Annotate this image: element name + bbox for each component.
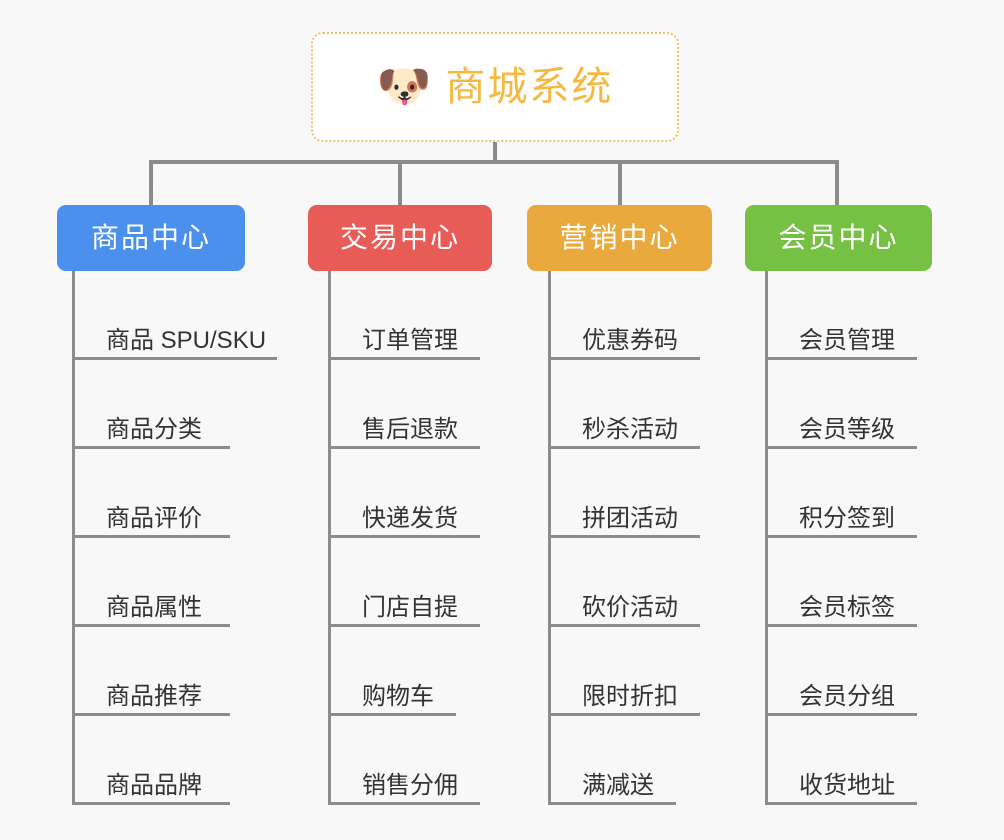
category-box-member-center[interactable]: 会员中心	[745, 205, 932, 271]
branch-item[interactable]: 积分签到	[765, 449, 917, 538]
branch-item[interactable]: 会员管理	[765, 271, 917, 360]
branch-item-label: 砍价活动	[582, 594, 678, 622]
branch-item-label: 商品品牌	[106, 772, 202, 800]
branch-item-label: 门店自提	[362, 594, 458, 622]
branch-column-trade-center: 订单管理售后退款快递发货门店自提购物车销售分佣	[328, 271, 480, 805]
branch-item-label: 商品评价	[106, 505, 202, 533]
branch-item-label: 拼团活动	[582, 505, 678, 533]
branch-column-marketing-center: 优惠券码秒杀活动拼团活动砍价活动限时折扣满减送	[548, 271, 700, 805]
branch-item[interactable]: 商品属性	[72, 538, 230, 627]
branch-item-label: 满减送	[582, 772, 654, 800]
connector-root-stem	[493, 142, 497, 164]
category-label: 商品中心	[90, 222, 211, 253]
branch-item[interactable]: 会员标签	[765, 538, 917, 627]
branch-item-label: 商品 SPU/SKU	[106, 327, 267, 355]
branch-item-label: 会员等级	[799, 416, 895, 444]
connector-drop-trade-center	[398, 160, 402, 206]
category-box-marketing-center[interactable]: 营销中心	[527, 205, 712, 271]
category-label: 营销中心	[559, 222, 680, 253]
connector-drop-member-center	[835, 160, 839, 206]
category-label: 交易中心	[339, 222, 460, 253]
branch-item-label: 商品推荐	[106, 683, 202, 711]
branch-item-label: 会员分组	[799, 683, 895, 711]
branch-item-label: 快递发货	[362, 505, 458, 533]
branch-item[interactable]: 优惠券码	[548, 271, 700, 360]
category-box-trade-center[interactable]: 交易中心	[308, 205, 492, 271]
branch-item[interactable]: 会员等级	[765, 360, 917, 449]
column-spine	[765, 271, 768, 805]
branch-item[interactable]: 门店自提	[328, 538, 480, 627]
branch-item-label: 商品属性	[106, 594, 202, 622]
branch-item-label: 购物车	[362, 683, 434, 711]
branch-item-label: 收货地址	[799, 772, 895, 800]
dog-face-icon: 🐶	[376, 62, 432, 111]
branch-item[interactable]: 商品 SPU/SKU	[72, 271, 277, 360]
branch-item-label: 优惠券码	[582, 327, 678, 355]
branch-item[interactable]: 商品推荐	[72, 627, 230, 716]
column-spine	[72, 271, 75, 805]
connector-horizontal-bus	[149, 160, 839, 164]
branch-item[interactable]: 秒杀活动	[548, 360, 700, 449]
column-spine	[328, 271, 331, 805]
branch-item[interactable]: 商品品牌	[72, 716, 230, 805]
branch-item-label: 秒杀活动	[582, 416, 678, 444]
branch-item-label: 订单管理	[362, 327, 458, 355]
column-spine	[548, 271, 551, 805]
branch-item-label: 会员管理	[799, 327, 895, 355]
branch-item[interactable]: 商品分类	[72, 360, 230, 449]
branch-item[interactable]: 收货地址	[765, 716, 917, 805]
branch-item[interactable]: 会员分组	[765, 627, 917, 716]
branch-item[interactable]: 销售分佣	[328, 716, 480, 805]
branch-item-label: 商品分类	[106, 416, 202, 444]
root-title: 商城系统	[445, 65, 614, 109]
branch-item[interactable]: 商品评价	[72, 449, 230, 538]
branch-item[interactable]: 砍价活动	[548, 538, 700, 627]
branch-item[interactable]: 快递发货	[328, 449, 480, 538]
branch-item-label: 限时折扣	[582, 683, 678, 711]
connector-drop-marketing-center	[618, 160, 622, 206]
category-label: 会员中心	[778, 222, 899, 253]
branch-item[interactable]: 限时折扣	[548, 627, 700, 716]
branch-item-label: 积分签到	[799, 505, 895, 533]
branch-item-label: 售后退款	[362, 416, 458, 444]
branch-item[interactable]: 购物车	[328, 627, 456, 716]
branch-column-member-center: 会员管理会员等级积分签到会员标签会员分组收货地址	[765, 271, 917, 805]
branch-item[interactable]: 满减送	[548, 716, 676, 805]
branch-column-product-center: 商品 SPU/SKU 商品分类商品评价商品属性商品推荐商品品牌	[72, 271, 277, 805]
root-node[interactable]: 🐶 商城系统	[311, 32, 679, 142]
connector-drop-product-center	[149, 160, 153, 206]
category-box-product-center[interactable]: 商品中心	[57, 205, 245, 271]
branch-item[interactable]: 售后退款	[328, 360, 480, 449]
branch-item-label: 销售分佣	[362, 772, 458, 800]
branch-item[interactable]: 拼团活动	[548, 449, 700, 538]
branch-item-label: 会员标签	[799, 594, 895, 622]
branch-item[interactable]: 订单管理	[328, 271, 480, 360]
